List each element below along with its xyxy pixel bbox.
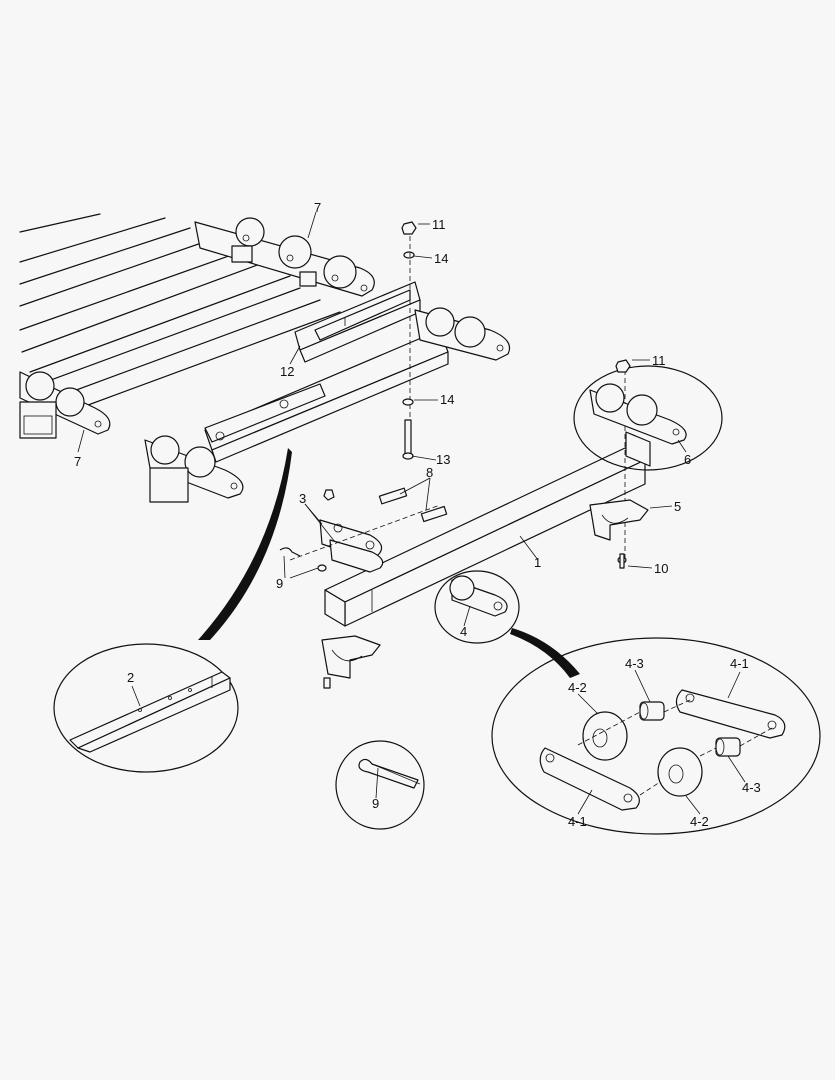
callout-11-top: 11 <box>432 217 446 232</box>
detail-4-exploded <box>491 637 821 835</box>
washer-icon <box>403 251 415 259</box>
bolt-icon <box>404 419 412 455</box>
callout-4-3-right: 4-3 <box>742 780 761 795</box>
detail-pointer-4 <box>510 628 580 678</box>
callout-9-main: 9 <box>276 576 283 591</box>
callout-12: 12 <box>280 364 294 379</box>
callout-4-1-bottom: 4-1 <box>568 814 587 829</box>
detail-2 <box>53 643 239 773</box>
nut-icon <box>401 221 417 235</box>
callout-7-left: 7 <box>74 454 81 469</box>
callout-6: 6 <box>684 452 691 467</box>
detail-circle-6 <box>573 365 723 471</box>
upper-roller-rail <box>194 217 375 297</box>
detail-circle-4-exploded <box>491 637 821 835</box>
callout-4: 4 <box>460 624 467 639</box>
front-cross-bar <box>144 307 511 503</box>
callout-4-2-bottom: 4-2 <box>690 814 709 829</box>
left-roller-rail <box>19 371 111 439</box>
nut-icon <box>323 489 335 501</box>
callout-14-top: 14 <box>434 251 448 266</box>
callout-9-detail: 9 <box>372 796 379 811</box>
callout-7-top: 7 <box>314 200 321 215</box>
upper-fasteners <box>401 221 417 460</box>
center-beam <box>294 281 421 363</box>
right-end-roller <box>573 359 723 471</box>
callout-2: 2 <box>127 670 134 685</box>
detail-4 <box>434 570 520 644</box>
hanger-plates <box>279 487 448 573</box>
bracket-right <box>589 499 649 569</box>
detail-circle-4 <box>434 570 520 644</box>
nut-icon <box>615 359 631 373</box>
pin-icon <box>378 487 408 505</box>
leader-lines <box>77 211 746 815</box>
cross-member <box>324 370 646 627</box>
callout-8: 8 <box>426 465 433 480</box>
washer-icon <box>402 398 414 406</box>
callout-3: 3 <box>299 491 306 506</box>
callout-4-3-top: 4-3 <box>625 656 644 671</box>
bolt-icon <box>323 677 331 689</box>
detail-circle-2 <box>53 643 239 773</box>
callout-14-mid: 14 <box>440 392 454 407</box>
callout-4-1-top: 4-1 <box>730 656 749 671</box>
callout-5: 5 <box>674 499 681 514</box>
callout-10: 10 <box>654 561 668 576</box>
bolt-icon <box>619 553 625 569</box>
callout-labels: 1 2 3 4 5 6 7 7 8 9 9 10 11 11 12 13 14 … <box>74 200 761 829</box>
cotter-pin-icon <box>279 547 301 557</box>
callout-4-2-left: 4-2 <box>568 680 587 695</box>
callout-11-right: 11 <box>652 353 666 368</box>
detail-9 <box>335 740 425 830</box>
pin-icon <box>420 505 448 523</box>
callout-13: 13 <box>436 452 450 467</box>
detail-circle-9 <box>335 740 425 830</box>
callout-1: 1 <box>534 555 541 570</box>
bracket-left <box>321 635 381 689</box>
conveyor-slats <box>19 213 341 409</box>
conveyor-frame <box>19 213 511 503</box>
